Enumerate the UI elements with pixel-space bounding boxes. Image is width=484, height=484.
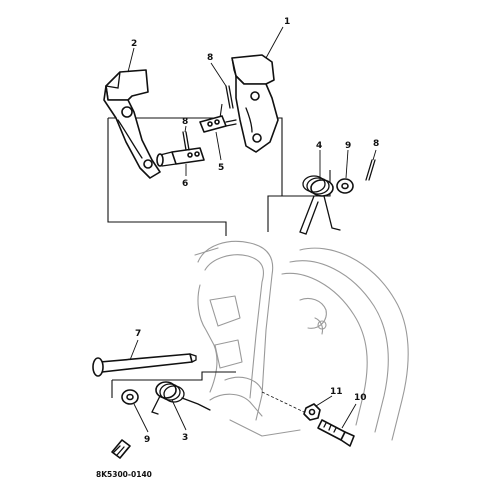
clevis-pin-lower: [156, 147, 205, 167]
callout-8-middle: 8: [182, 117, 188, 127]
leader-lines: [127, 26, 377, 433]
torsion-spring-lower: [151, 381, 211, 415]
callout-3: 3: [182, 433, 188, 443]
callout-9-lower: 9: [144, 435, 150, 445]
hex-nut: [303, 403, 321, 421]
clevis-pin-upper: [199, 115, 237, 133]
front-direction-icon: [111, 439, 131, 459]
callout-8-upper: 8: [207, 53, 213, 63]
pivot-bolt: [92, 353, 197, 377]
cotter-pin-b: [182, 131, 190, 151]
cotter-pin-a: [225, 85, 234, 109]
frame-silhouette: [194, 240, 409, 441]
torsion-spring-upper: [299, 175, 341, 235]
short-bolt: [317, 419, 355, 447]
callout-4: 4: [316, 141, 322, 151]
callout-6: 6: [182, 179, 188, 189]
callout-1: 1: [284, 17, 290, 27]
diagram-reference-code: 8K5300-0140: [96, 470, 152, 479]
callout-10: 10: [354, 393, 367, 403]
callout-9-upper: 9: [345, 141, 351, 151]
callout-7: 7: [135, 329, 141, 339]
lever-arm-left: [103, 69, 161, 179]
callout-5: 5: [218, 163, 224, 173]
bolt-assembly-line: [261, 391, 305, 413]
callout-8-right: 8: [373, 139, 379, 149]
callout-labels: 1 2 8 8 5 6 4 9 8 7 9 3 11 10: [131, 17, 379, 445]
lever-arm-right: [231, 54, 279, 153]
washer-upper: [336, 178, 354, 194]
assembly-bracket-lower: [111, 371, 236, 398]
washer-lower: [121, 389, 139, 405]
callout-2: 2: [131, 39, 137, 49]
cotter-pin-c: [365, 159, 376, 181]
callout-11: 11: [330, 387, 343, 397]
